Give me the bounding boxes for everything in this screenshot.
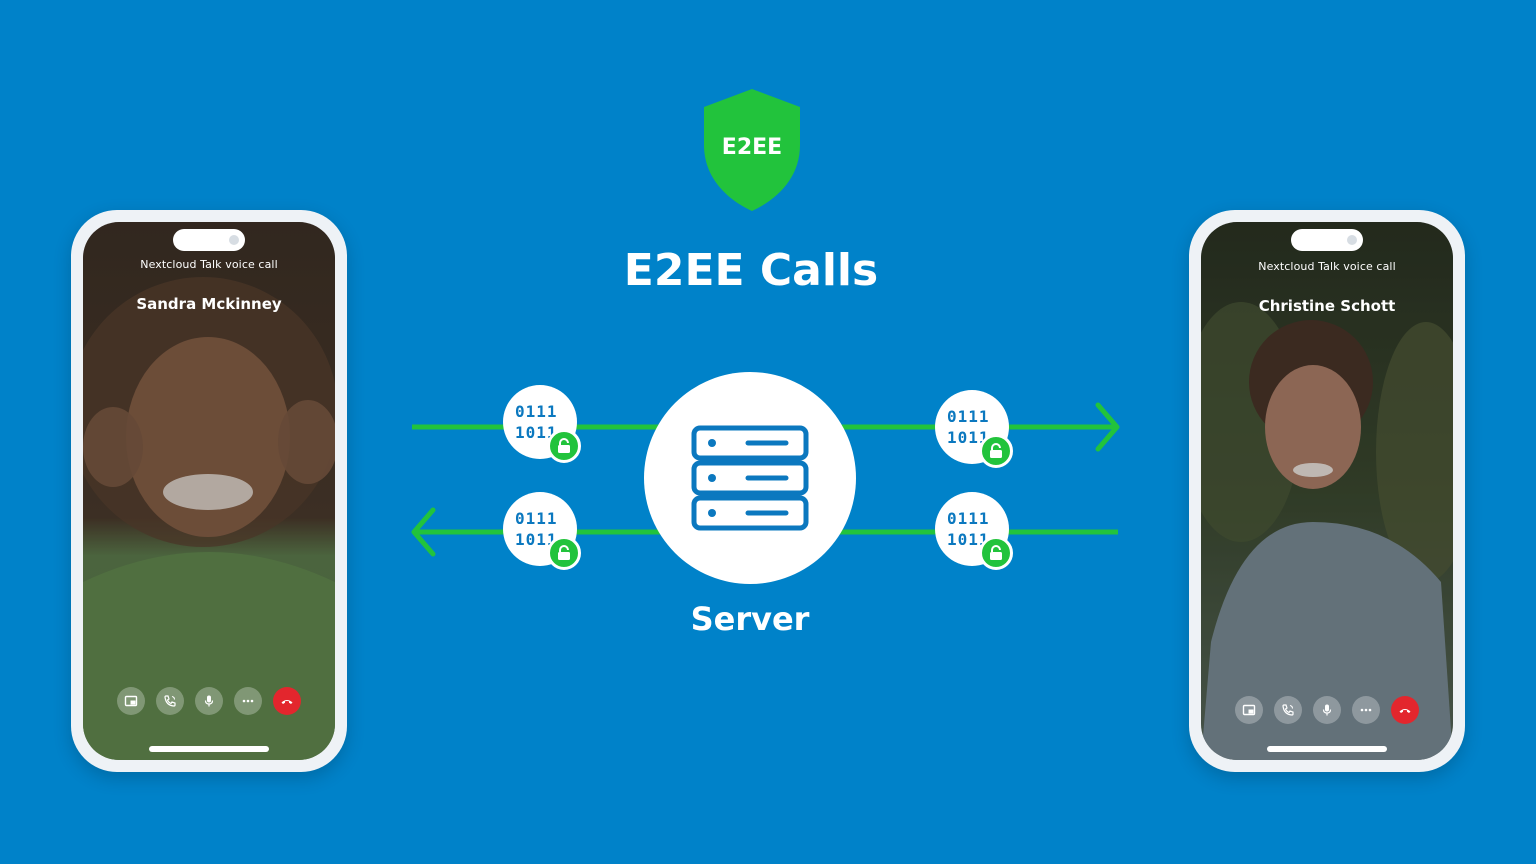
- call-screen: Nextcloud Talk voice call Christine Scho…: [1201, 222, 1453, 760]
- speaker-button[interactable]: [156, 687, 184, 715]
- phone-left: Nextcloud Talk voice call Sandra Mckinne…: [71, 210, 347, 772]
- home-indicator: [1267, 746, 1387, 752]
- packet-bits-line-1: 0111: [947, 407, 990, 426]
- camera-notch: [173, 229, 245, 251]
- encrypted-packet: 0111 1011: [503, 492, 581, 570]
- arrowhead-left: [411, 507, 436, 557]
- mute-button[interactable]: [195, 687, 223, 715]
- speaker-button[interactable]: [1274, 696, 1302, 724]
- caller-photo: [1201, 222, 1453, 760]
- microphone-icon: [204, 695, 214, 707]
- more-icon: [1360, 708, 1372, 712]
- encrypted-packet: 0111 1011: [935, 390, 1013, 468]
- server-node: [644, 372, 856, 584]
- unlock-icon: [547, 536, 581, 570]
- picture-in-picture-icon: [124, 695, 138, 707]
- encrypted-packet: 0111 1011: [935, 492, 1013, 570]
- picture-in-picture-icon: [1242, 704, 1256, 716]
- packet-bits-line-2: 1011: [947, 530, 990, 549]
- packet-bits-line-2: 1011: [515, 423, 558, 442]
- call-type-label: Nextcloud Talk voice call: [140, 258, 278, 271]
- phone-right: Nextcloud Talk voice call Christine Scho…: [1189, 210, 1465, 772]
- arrowhead-right: [1095, 402, 1120, 452]
- camera-notch: [1291, 229, 1363, 251]
- packet-bits: 0111 1011: [947, 406, 990, 448]
- caller-name: Sandra Mckinney: [136, 295, 282, 313]
- call-controls: [1201, 696, 1453, 724]
- packet-bits: 0111 1011: [515, 401, 558, 443]
- more-icon: [242, 699, 254, 703]
- packet-bits-line-2: 1011: [515, 530, 558, 549]
- shield-badge-text: E2EE: [721, 135, 783, 160]
- caller-photo: [83, 222, 335, 760]
- phone-speaker-icon: [1282, 704, 1294, 716]
- phone-speaker-icon: [164, 695, 176, 707]
- end-call-button[interactable]: [273, 687, 301, 715]
- server-rack-icon: [691, 425, 809, 531]
- packet-bits-line-1: 0111: [515, 402, 558, 421]
- end-call-button[interactable]: [1391, 696, 1419, 724]
- call-screen: Nextcloud Talk voice call Sandra Mckinne…: [83, 222, 335, 760]
- server-label: Server: [690, 600, 810, 638]
- end-call-icon: [281, 700, 293, 704]
- unlock-icon: [979, 536, 1013, 570]
- page-title: E2EE Calls: [623, 245, 879, 296]
- microphone-icon: [1322, 704, 1332, 716]
- packet-bits-line-1: 0111: [515, 509, 558, 528]
- encrypted-packet: 0111 1011: [503, 385, 581, 463]
- picture-in-picture-button[interactable]: [1235, 696, 1263, 724]
- more-button[interactable]: [1352, 696, 1380, 724]
- unlock-icon: [547, 429, 581, 463]
- home-indicator: [149, 746, 269, 752]
- call-type-label: Nextcloud Talk voice call: [1258, 260, 1396, 273]
- more-button[interactable]: [234, 687, 262, 715]
- end-call-icon: [1399, 709, 1411, 713]
- packet-bits-line-1: 0111: [947, 509, 990, 528]
- call-controls: [83, 687, 335, 715]
- shield-icon: [704, 89, 800, 211]
- packet-bits-line-2: 1011: [947, 428, 990, 447]
- caller-name: Christine Schott: [1258, 297, 1396, 315]
- packet-bits: 0111 1011: [515, 508, 558, 550]
- mute-button[interactable]: [1313, 696, 1341, 724]
- picture-in-picture-button[interactable]: [117, 687, 145, 715]
- packet-bits: 0111 1011: [947, 508, 990, 550]
- unlock-icon: [979, 434, 1013, 468]
